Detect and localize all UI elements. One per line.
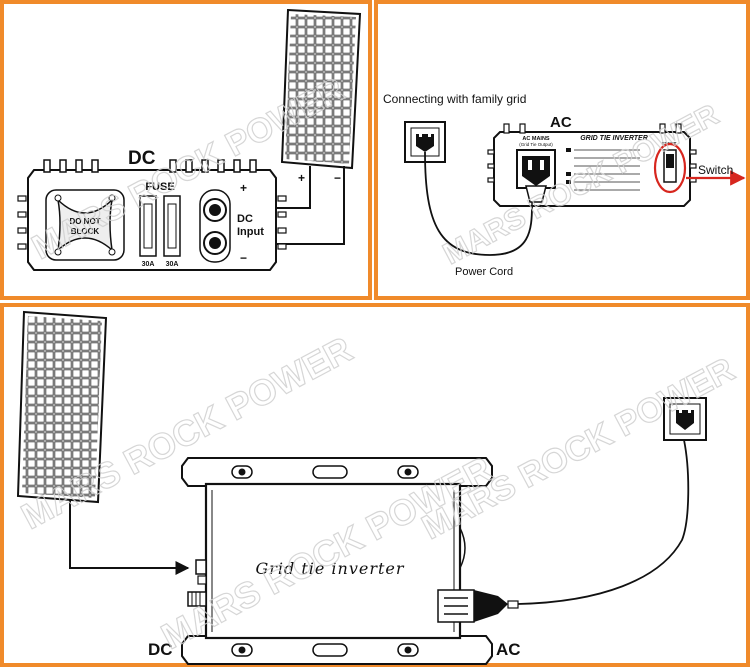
ac-mains-label: AC MAINS <box>522 136 550 142</box>
panel-minus-sign: − <box>334 171 341 185</box>
dc-title: DC <box>128 148 156 169</box>
inverter-dc-side: DO NOT BLOCK FUSE 30A 30A + − DC Input <box>17 159 287 271</box>
mounting-rail-top <box>181 457 493 487</box>
ac-wiring-panel: Connecting with family grid AC Power Cor… <box>383 92 746 278</box>
inverter-ac-side: AC MAINS (Grid Tie Output) GRID TIE INVE… <box>487 123 697 210</box>
fuse-1-rating: 30A <box>142 261 155 268</box>
fan-text-line-1: DO NOT <box>69 217 100 226</box>
mounting-rail-bottom <box>181 635 493 665</box>
ac-caption: Connecting with family grid <box>383 92 526 106</box>
ac-plug <box>525 185 547 203</box>
terminal-minus-sign: − <box>240 251 247 265</box>
solar-panel-top <box>280 8 362 170</box>
solar-panel-bottom <box>16 310 108 504</box>
fan-text-line-2: BLOCK <box>71 227 100 236</box>
panel-plus-sign: + <box>298 171 305 185</box>
system-overview-panel: Grid tie inverter DC AC <box>16 310 707 665</box>
inverter-box-bottom: Grid tie inverter <box>187 482 519 640</box>
dc-input-label-line-1: DC <box>237 213 253 225</box>
panel-to-inverter-wire <box>69 500 190 575</box>
inverter-label: Grid tie inverter <box>255 559 404 578</box>
bottom-dc-label: DC <box>148 640 173 659</box>
ac-mains-sublabel: (Grid Tie Output) <box>519 142 553 147</box>
power-cord <box>424 151 533 256</box>
switch-label: Switch <box>698 163 733 177</box>
bottom-ac-label: AC <box>496 640 521 659</box>
dc-input-label-line-2: Input <box>237 226 264 238</box>
fuse-label: FUSE <box>145 181 174 193</box>
watermark-5: MARS ROCK POWER <box>416 350 741 547</box>
fuse-2-rating: 30A <box>166 261 179 268</box>
wall-socket-bottom <box>663 397 707 441</box>
dc-wiring-panel: + − <box>17 8 362 271</box>
wall-socket-top <box>404 121 446 163</box>
power-cord-label: Power Cord <box>455 266 513 278</box>
ac-title: AC <box>550 114 572 131</box>
ac-cord-to-wall <box>517 439 690 605</box>
switch-highlight-circle <box>653 142 687 194</box>
terminal-plus-sign: + <box>240 181 247 195</box>
inverter-panel-label: GRID TIE INVERTER <box>580 135 648 142</box>
